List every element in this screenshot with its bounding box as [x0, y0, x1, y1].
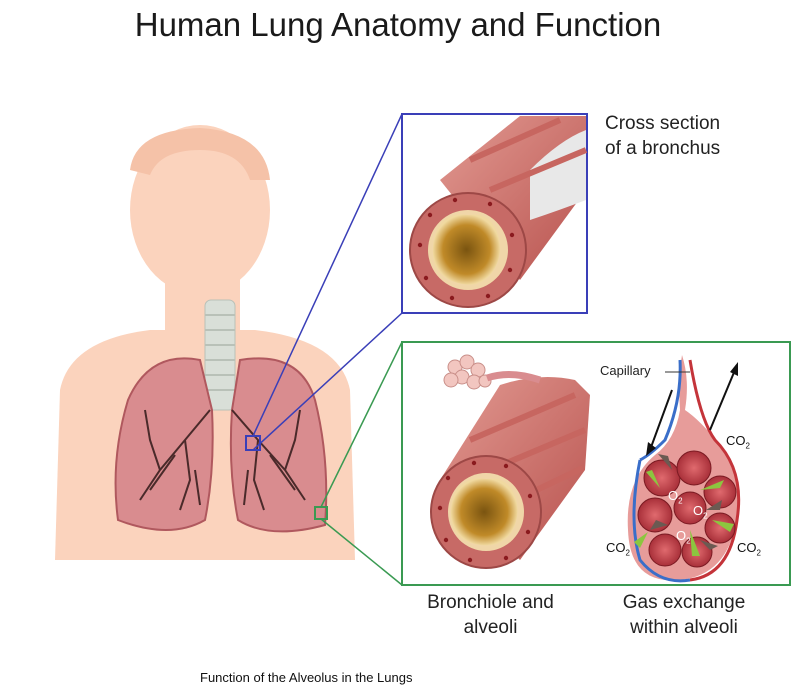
o2-label-2: O2 [693, 503, 708, 521]
trachea [204, 299, 236, 411]
co2-label-left: CO2 [606, 540, 630, 558]
right-lung [229, 357, 328, 533]
bronchus-cross-section [409, 116, 588, 308]
green-connectors [320, 341, 403, 586]
co2-label-right: CO2 [737, 540, 761, 558]
capillary-label: Capillary [600, 363, 651, 378]
o2-label-3: O2 [676, 528, 691, 546]
caption: Function of the Alveolus in the Lungs [200, 670, 413, 685]
gas-exchange-label: Gas exchange within alveoli [622, 592, 746, 638]
bronchiole-label: Bronchiole and alveoli [427, 592, 554, 638]
alveoli-cluster [443, 354, 492, 390]
bronchus-label: Cross section of a bronchus [605, 113, 721, 159]
gas-exchange-illustration [627, 355, 741, 583]
diagram-title: Human Lung Anatomy and Function [134, 6, 662, 43]
left-lung [114, 357, 214, 531]
co2-label-top: CO2 [726, 433, 750, 451]
blue-connectors [252, 113, 403, 451]
o2-label-1: O2 [668, 488, 683, 506]
bronchiole-illustration [430, 354, 590, 569]
